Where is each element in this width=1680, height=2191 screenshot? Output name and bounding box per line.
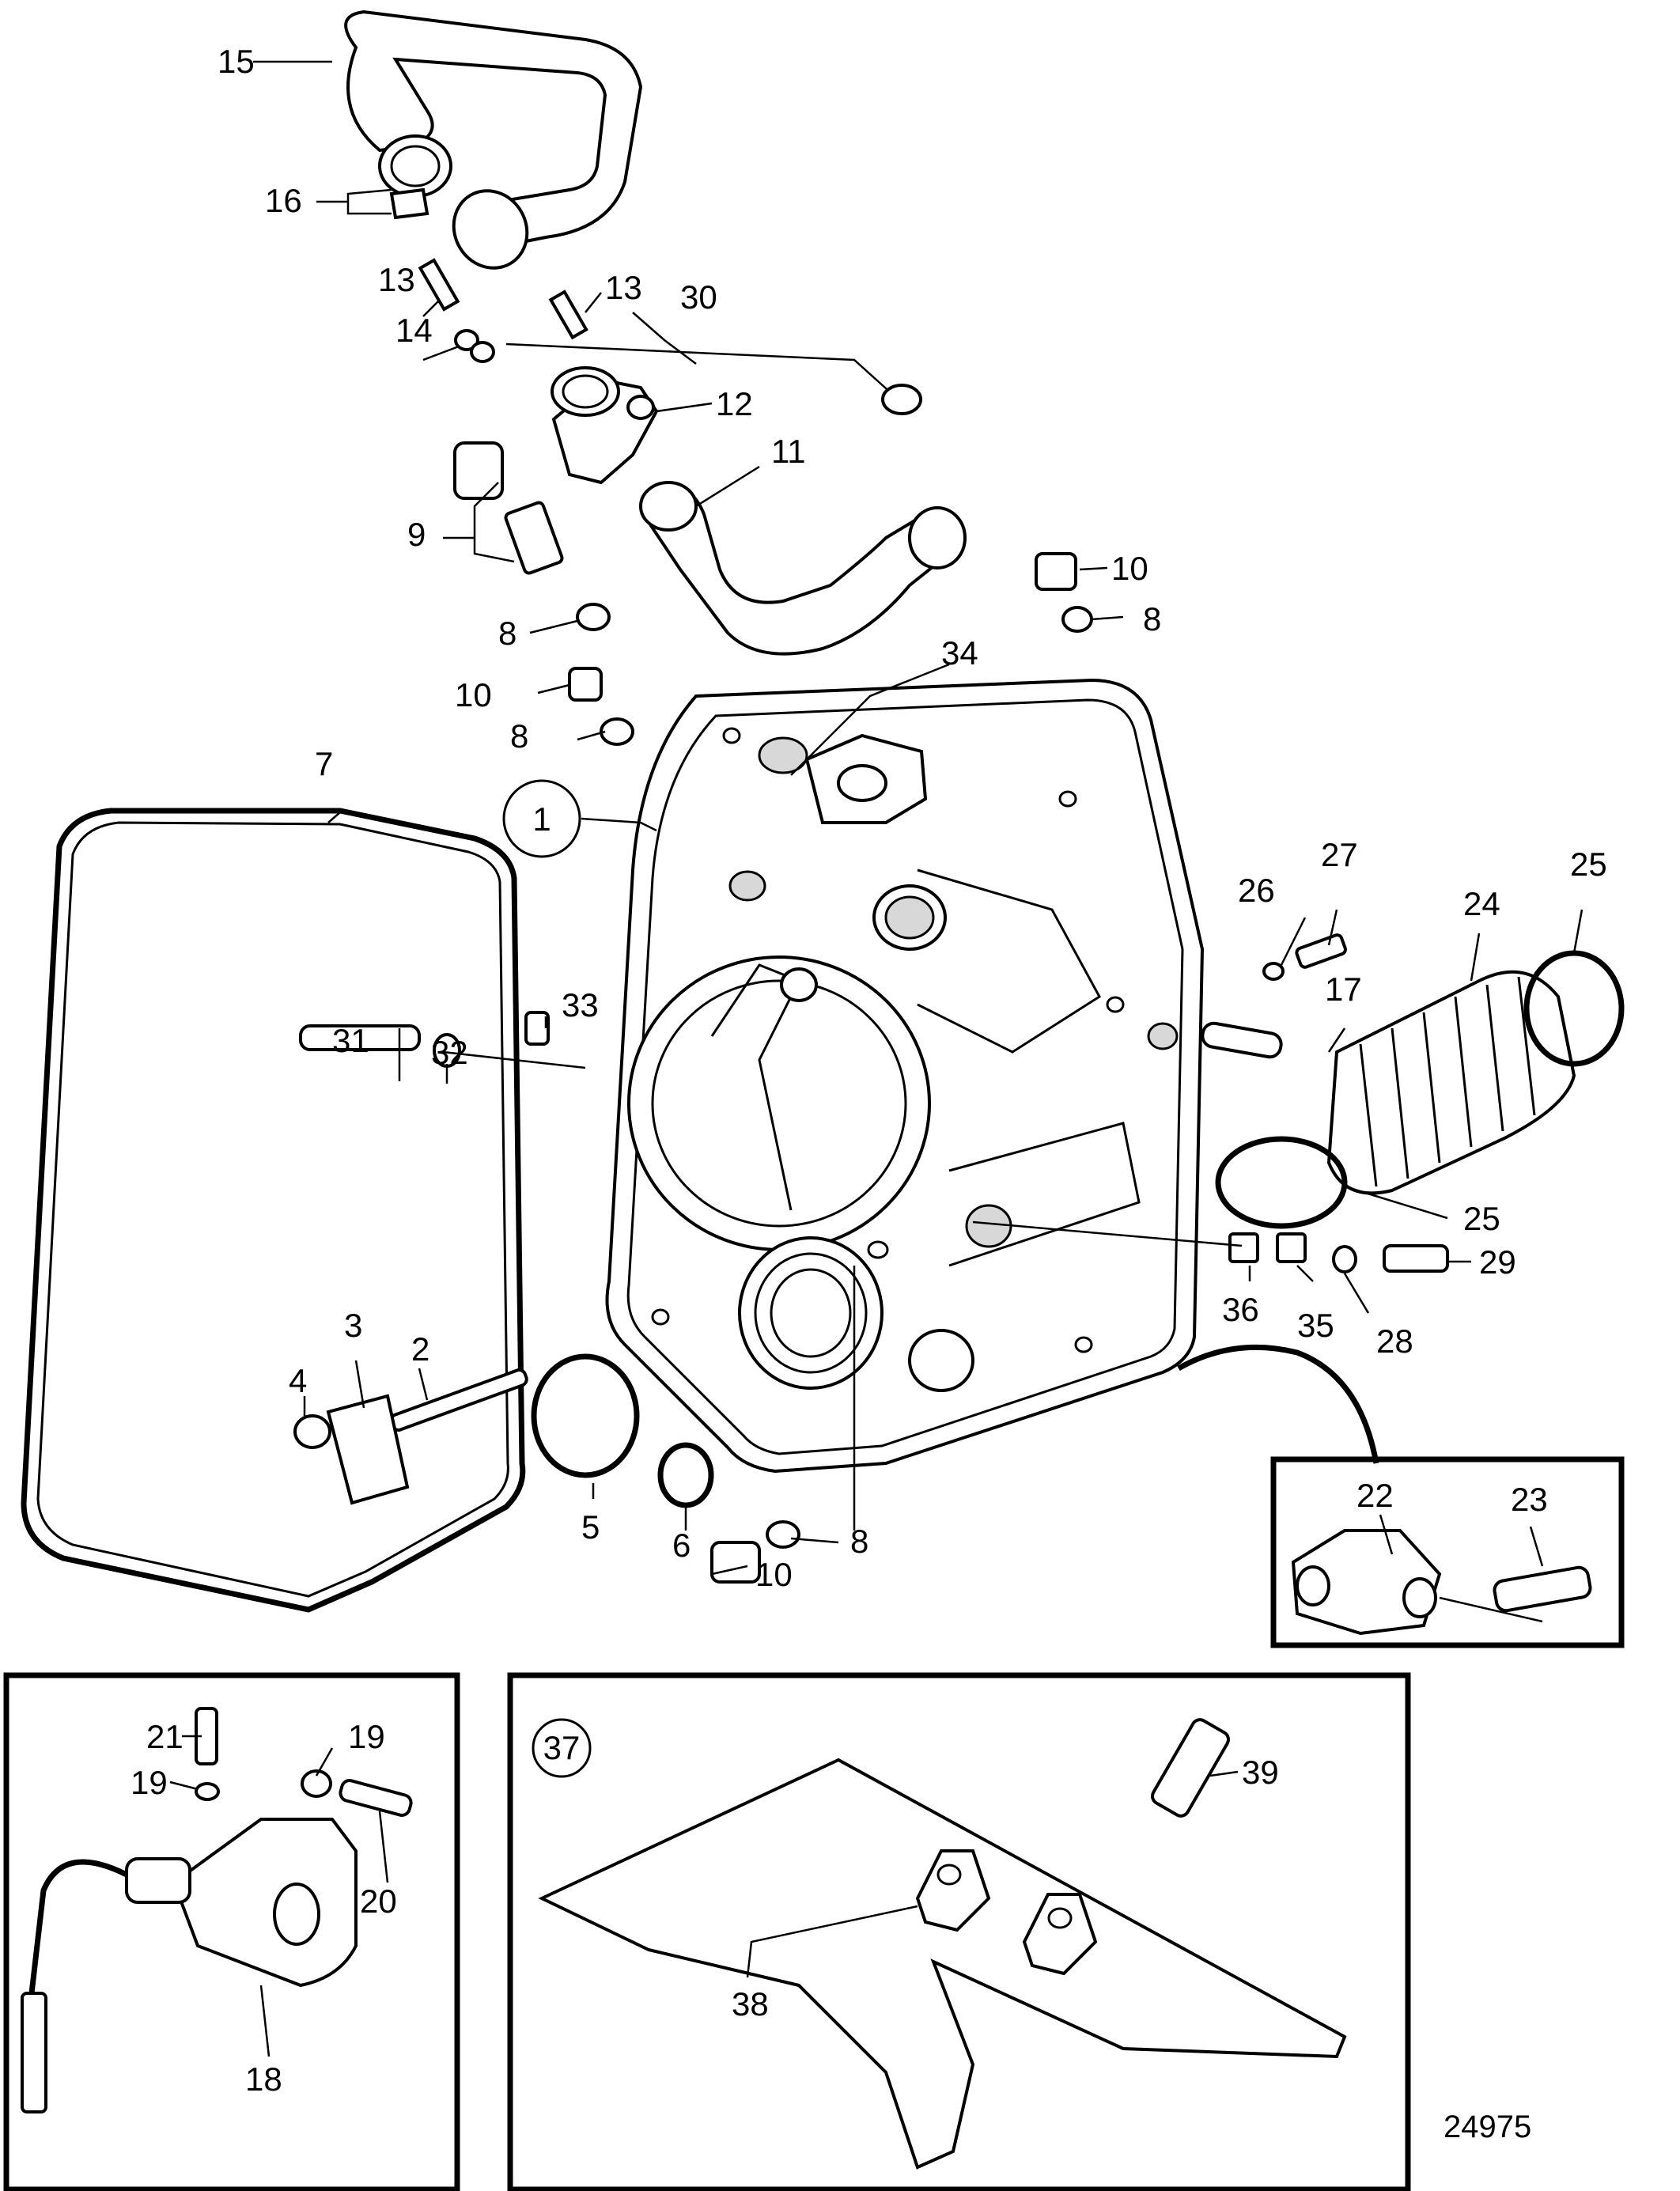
callout-4: 4 [289, 1362, 307, 1399]
callout-8-top: 8 [498, 615, 516, 652]
callout-32: 32 [431, 1034, 468, 1071]
callout-7: 7 [315, 745, 333, 782]
hose-15 [344, 9, 643, 270]
callout-22: 22 [1356, 1477, 1394, 1514]
callout-19-right: 19 [348, 1718, 385, 1755]
callout-15: 15 [218, 43, 255, 80]
shield-group-number: 37 [543, 1729, 581, 1766]
callout-35: 35 [1297, 1307, 1334, 1344]
callout-18: 18 [245, 2060, 282, 2098]
callout-6: 6 [672, 1527, 691, 1564]
callout-19-left: 19 [131, 1764, 168, 1801]
hose-11 [639, 481, 967, 656]
callout-14: 14 [395, 312, 433, 349]
callout-8-right: 8 [1143, 600, 1161, 638]
small-parts [293, 258, 1449, 1584]
callout-13-right: 13 [605, 269, 642, 306]
cable-to-inset [1177, 1344, 1379, 1464]
callout-23: 23 [1511, 1481, 1548, 1518]
inset-shield-37 [507, 1672, 1411, 2191]
callout-28: 28 [1376, 1323, 1413, 1360]
callout-13-left: 13 [378, 261, 415, 298]
callout-33: 33 [562, 986, 599, 1024]
inset-22-23 [1270, 1456, 1625, 1648]
leader-lines [169, 60, 1584, 2057]
main-group-number: 1 [532, 800, 551, 838]
callout-38: 38 [732, 1985, 769, 2023]
callout-36: 36 [1222, 1291, 1259, 1328]
group-label-1: 1 [502, 779, 581, 858]
callout-29: 29 [1479, 1243, 1516, 1281]
callout-10-right: 10 [1111, 550, 1148, 587]
callout-17: 17 [1325, 971, 1362, 1008]
callout-21: 21 [146, 1718, 184, 1755]
callout-27: 27 [1321, 836, 1358, 873]
callout-26: 26 [1238, 872, 1275, 909]
callout-3: 3 [344, 1307, 362, 1344]
group-label-37: 37 [532, 1718, 592, 1778]
callout-10-mid: 10 [455, 676, 492, 713]
bellows-24 [1215, 950, 1625, 1229]
main-housing [605, 678, 1205, 1474]
callout-2: 2 [411, 1330, 429, 1368]
callout-5: 5 [581, 1508, 600, 1546]
callout-8-mid: 8 [510, 717, 528, 755]
callout-25-bottom: 25 [1463, 1200, 1500, 1237]
figure-number: 24975 [1444, 2110, 1531, 2144]
callout-30: 30 [680, 278, 717, 316]
callout-25-top: 25 [1570, 846, 1607, 883]
inset-sensor-18 [3, 1672, 460, 2191]
callout-20: 20 [360, 1883, 397, 1920]
callout-34: 34 [941, 634, 978, 672]
callout-39: 39 [1242, 1754, 1279, 1791]
gasket-7 [21, 808, 526, 1613]
callout-12: 12 [716, 385, 753, 422]
outlet-12 [551, 366, 659, 485]
callout-10-bottom: 10 [755, 1556, 793, 1593]
callout-11: 11 [771, 433, 806, 470]
callout-16: 16 [265, 182, 302, 219]
callout-24: 24 [1463, 885, 1500, 922]
callout-31: 31 [332, 1022, 369, 1059]
callout-labels: 15 16 13 14 13 30 12 11 9 10 8 8 34 10 8… [131, 43, 1607, 2144]
callout-9: 9 [407, 516, 426, 553]
callout-8-bottom: 8 [850, 1523, 868, 1560]
